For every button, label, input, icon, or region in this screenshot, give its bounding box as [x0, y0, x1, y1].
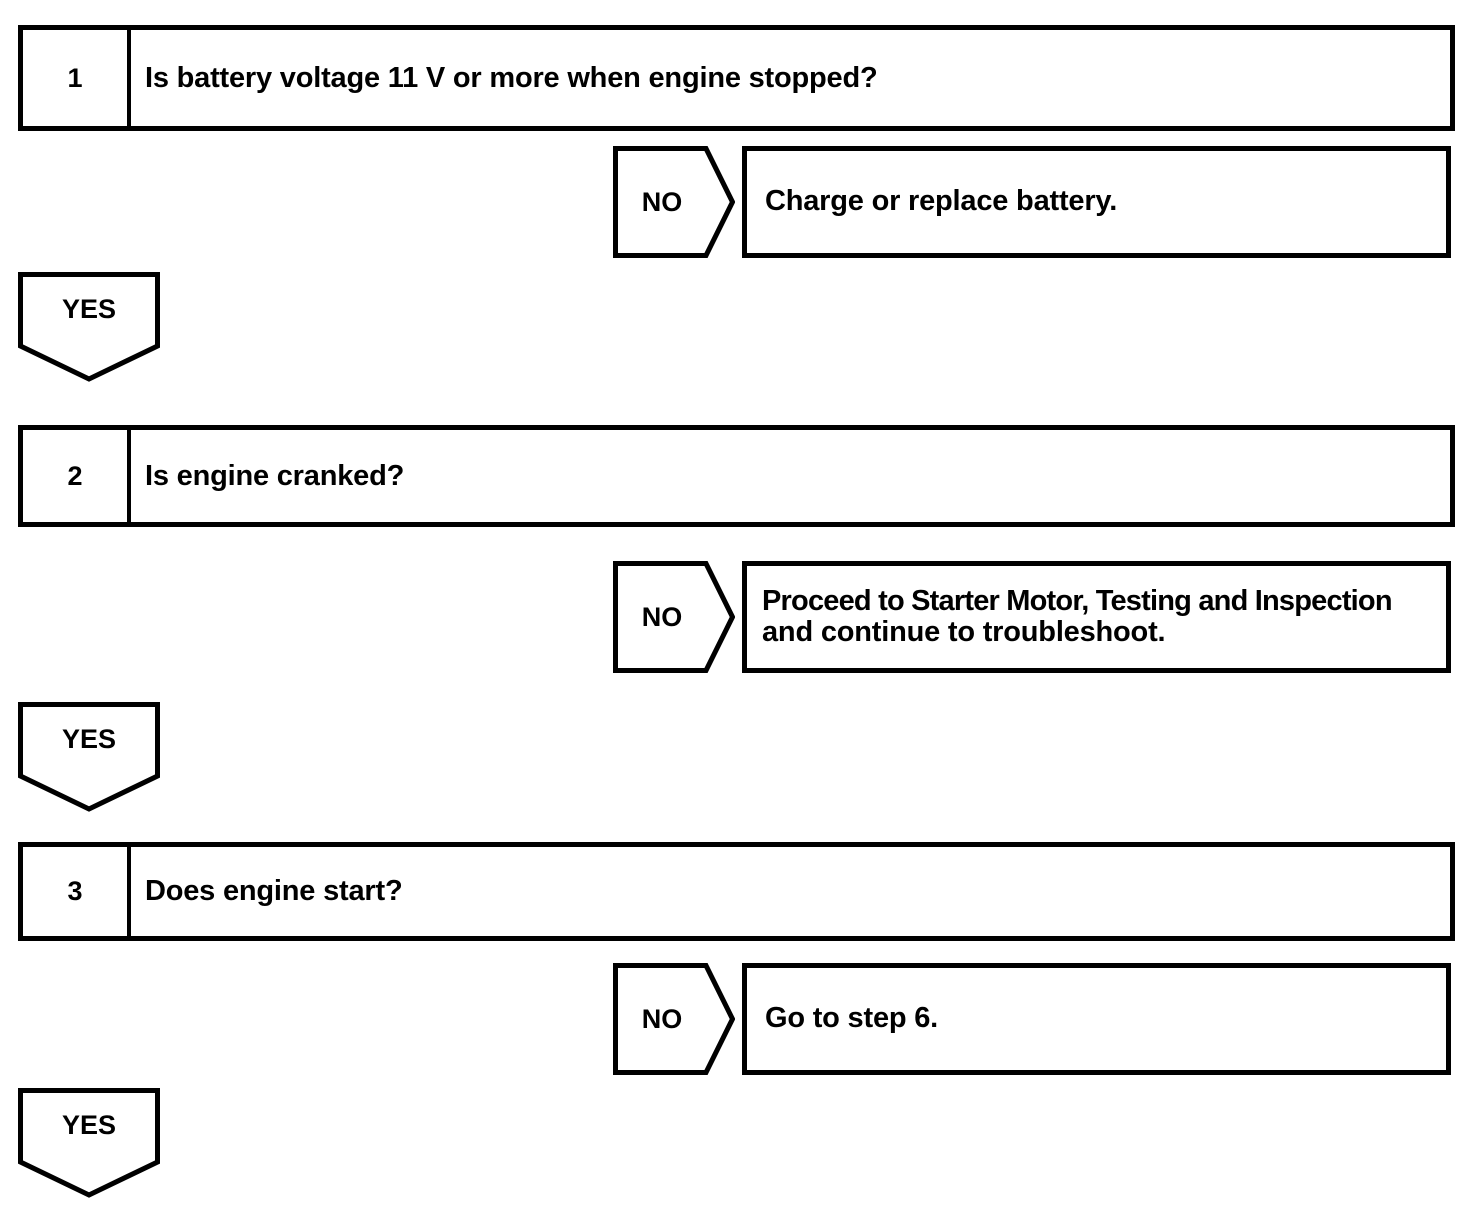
yes-pentagon-shape — [18, 702, 160, 812]
step-question-cell-3: Does engine start? — [131, 847, 1450, 936]
step-number-1: 1 — [67, 62, 83, 93]
result-text-3: Go to step 6. — [765, 1002, 939, 1035]
branch-yes-tag-2: YES — [18, 702, 160, 812]
branch-yes-label-3: YES — [61, 1109, 117, 1140]
result-text-2: Proceed to Starter Motor, Testing and In… — [762, 584, 1393, 649]
branch-no-label-1: NO — [641, 186, 683, 217]
branch-yes-tag-3: YES — [18, 1088, 160, 1198]
branch-no-tag-2: NO — [613, 561, 735, 673]
step-row-2: 2 Is engine cranked? — [18, 425, 1455, 527]
result-box-3: Go to step 6. — [742, 963, 1451, 1075]
branch-yes-tag-1: YES — [18, 272, 160, 382]
step-number-3: 3 — [67, 876, 83, 906]
step-question-cell-1: Is battery voltage 11 V or more when eng… — [131, 30, 1450, 126]
result-text-1: Charge or replace battery. — [765, 185, 1118, 218]
step-number-cell-1: 1 — [23, 30, 131, 126]
step-number-cell-2: 2 — [23, 430, 131, 522]
yes-pentagon-shape — [18, 1088, 160, 1198]
step-number-cell-3: 3 — [23, 847, 131, 936]
no-pentagon-shape — [613, 963, 735, 1075]
branch-yes-label-1: YES — [61, 293, 117, 324]
branch-yes-label-2: YES — [61, 723, 117, 754]
result-box-2: Proceed to Starter Motor, Testing and In… — [742, 561, 1451, 673]
step-number-2: 2 — [67, 460, 83, 491]
step-row-1: 1 Is battery voltage 11 V or more when e… — [18, 25, 1455, 131]
no-pentagon-shape — [613, 561, 735, 673]
result-text-2-line-1: Proceed to Starter Motor, Testing and In… — [762, 584, 1393, 617]
branch-no-tag-3: NO — [613, 963, 735, 1075]
branch-no-label-2: NO — [641, 601, 683, 632]
step-question-1: Is battery voltage 11 V or more when eng… — [145, 61, 878, 94]
result-box-1: Charge or replace battery. — [742, 146, 1451, 258]
step-question-cell-2: Is engine cranked? — [131, 430, 1450, 522]
step-row-3: 3 Does engine start? — [18, 842, 1455, 941]
branch-no-tag-1: NO — [613, 146, 735, 258]
result-text-2-line-2: and continue to troubleshoot. — [762, 616, 1166, 648]
step-question-2: Is engine cranked? — [145, 459, 405, 492]
yes-pentagon-shape — [18, 272, 160, 382]
no-pentagon-shape — [613, 146, 735, 258]
branch-no-label-3: NO — [641, 1003, 683, 1034]
step-question-3: Does engine start? — [145, 875, 403, 908]
